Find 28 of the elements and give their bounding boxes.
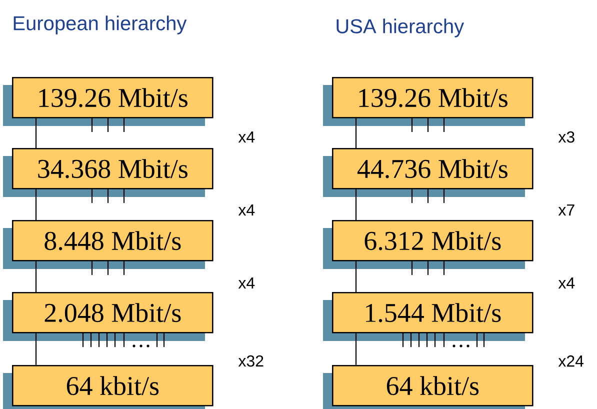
multiplex-factor: x4 xyxy=(238,277,255,288)
connector-line xyxy=(35,261,37,292)
rate-box: 139.26 Mbit/s xyxy=(323,77,534,126)
multiplex-factor: x4 xyxy=(558,277,575,288)
multiplex-factor: x24 xyxy=(558,355,584,367)
rate-box: 139.26 Mbit/s xyxy=(3,77,214,126)
rate-box: 8.448 Mbit/s xyxy=(3,220,214,269)
multiplex-factor: x4 xyxy=(238,131,255,142)
multiplex-factor: x7 xyxy=(558,204,574,216)
column-heading: USA hierarchy xyxy=(336,18,464,38)
rate-box: 2.048 Mbit/s xyxy=(3,292,214,341)
rate-box: 64 kbit/s xyxy=(323,364,534,409)
connector-line xyxy=(35,118,37,148)
rate-box: 1.544 Mbit/s xyxy=(323,292,534,341)
multiplex-factor: x32 xyxy=(238,355,264,367)
rate-box: 34.368 Mbit/s xyxy=(3,148,214,197)
connector-line xyxy=(355,333,357,365)
connector-line xyxy=(35,333,37,365)
rate-box: 44.736 Mbit/s xyxy=(323,148,534,197)
rate-box: 64 kbit/s xyxy=(3,364,214,409)
multiplex-factor: x4 xyxy=(238,204,255,216)
rate-box: 6.312 Mbit/s xyxy=(323,220,534,269)
multiplex-factor: x3 xyxy=(558,131,574,143)
connector-line xyxy=(355,189,357,220)
connector-line xyxy=(355,118,357,148)
column-heading: European hierarchy xyxy=(14,16,187,34)
connector-line xyxy=(35,189,37,220)
connector-line xyxy=(355,261,357,292)
